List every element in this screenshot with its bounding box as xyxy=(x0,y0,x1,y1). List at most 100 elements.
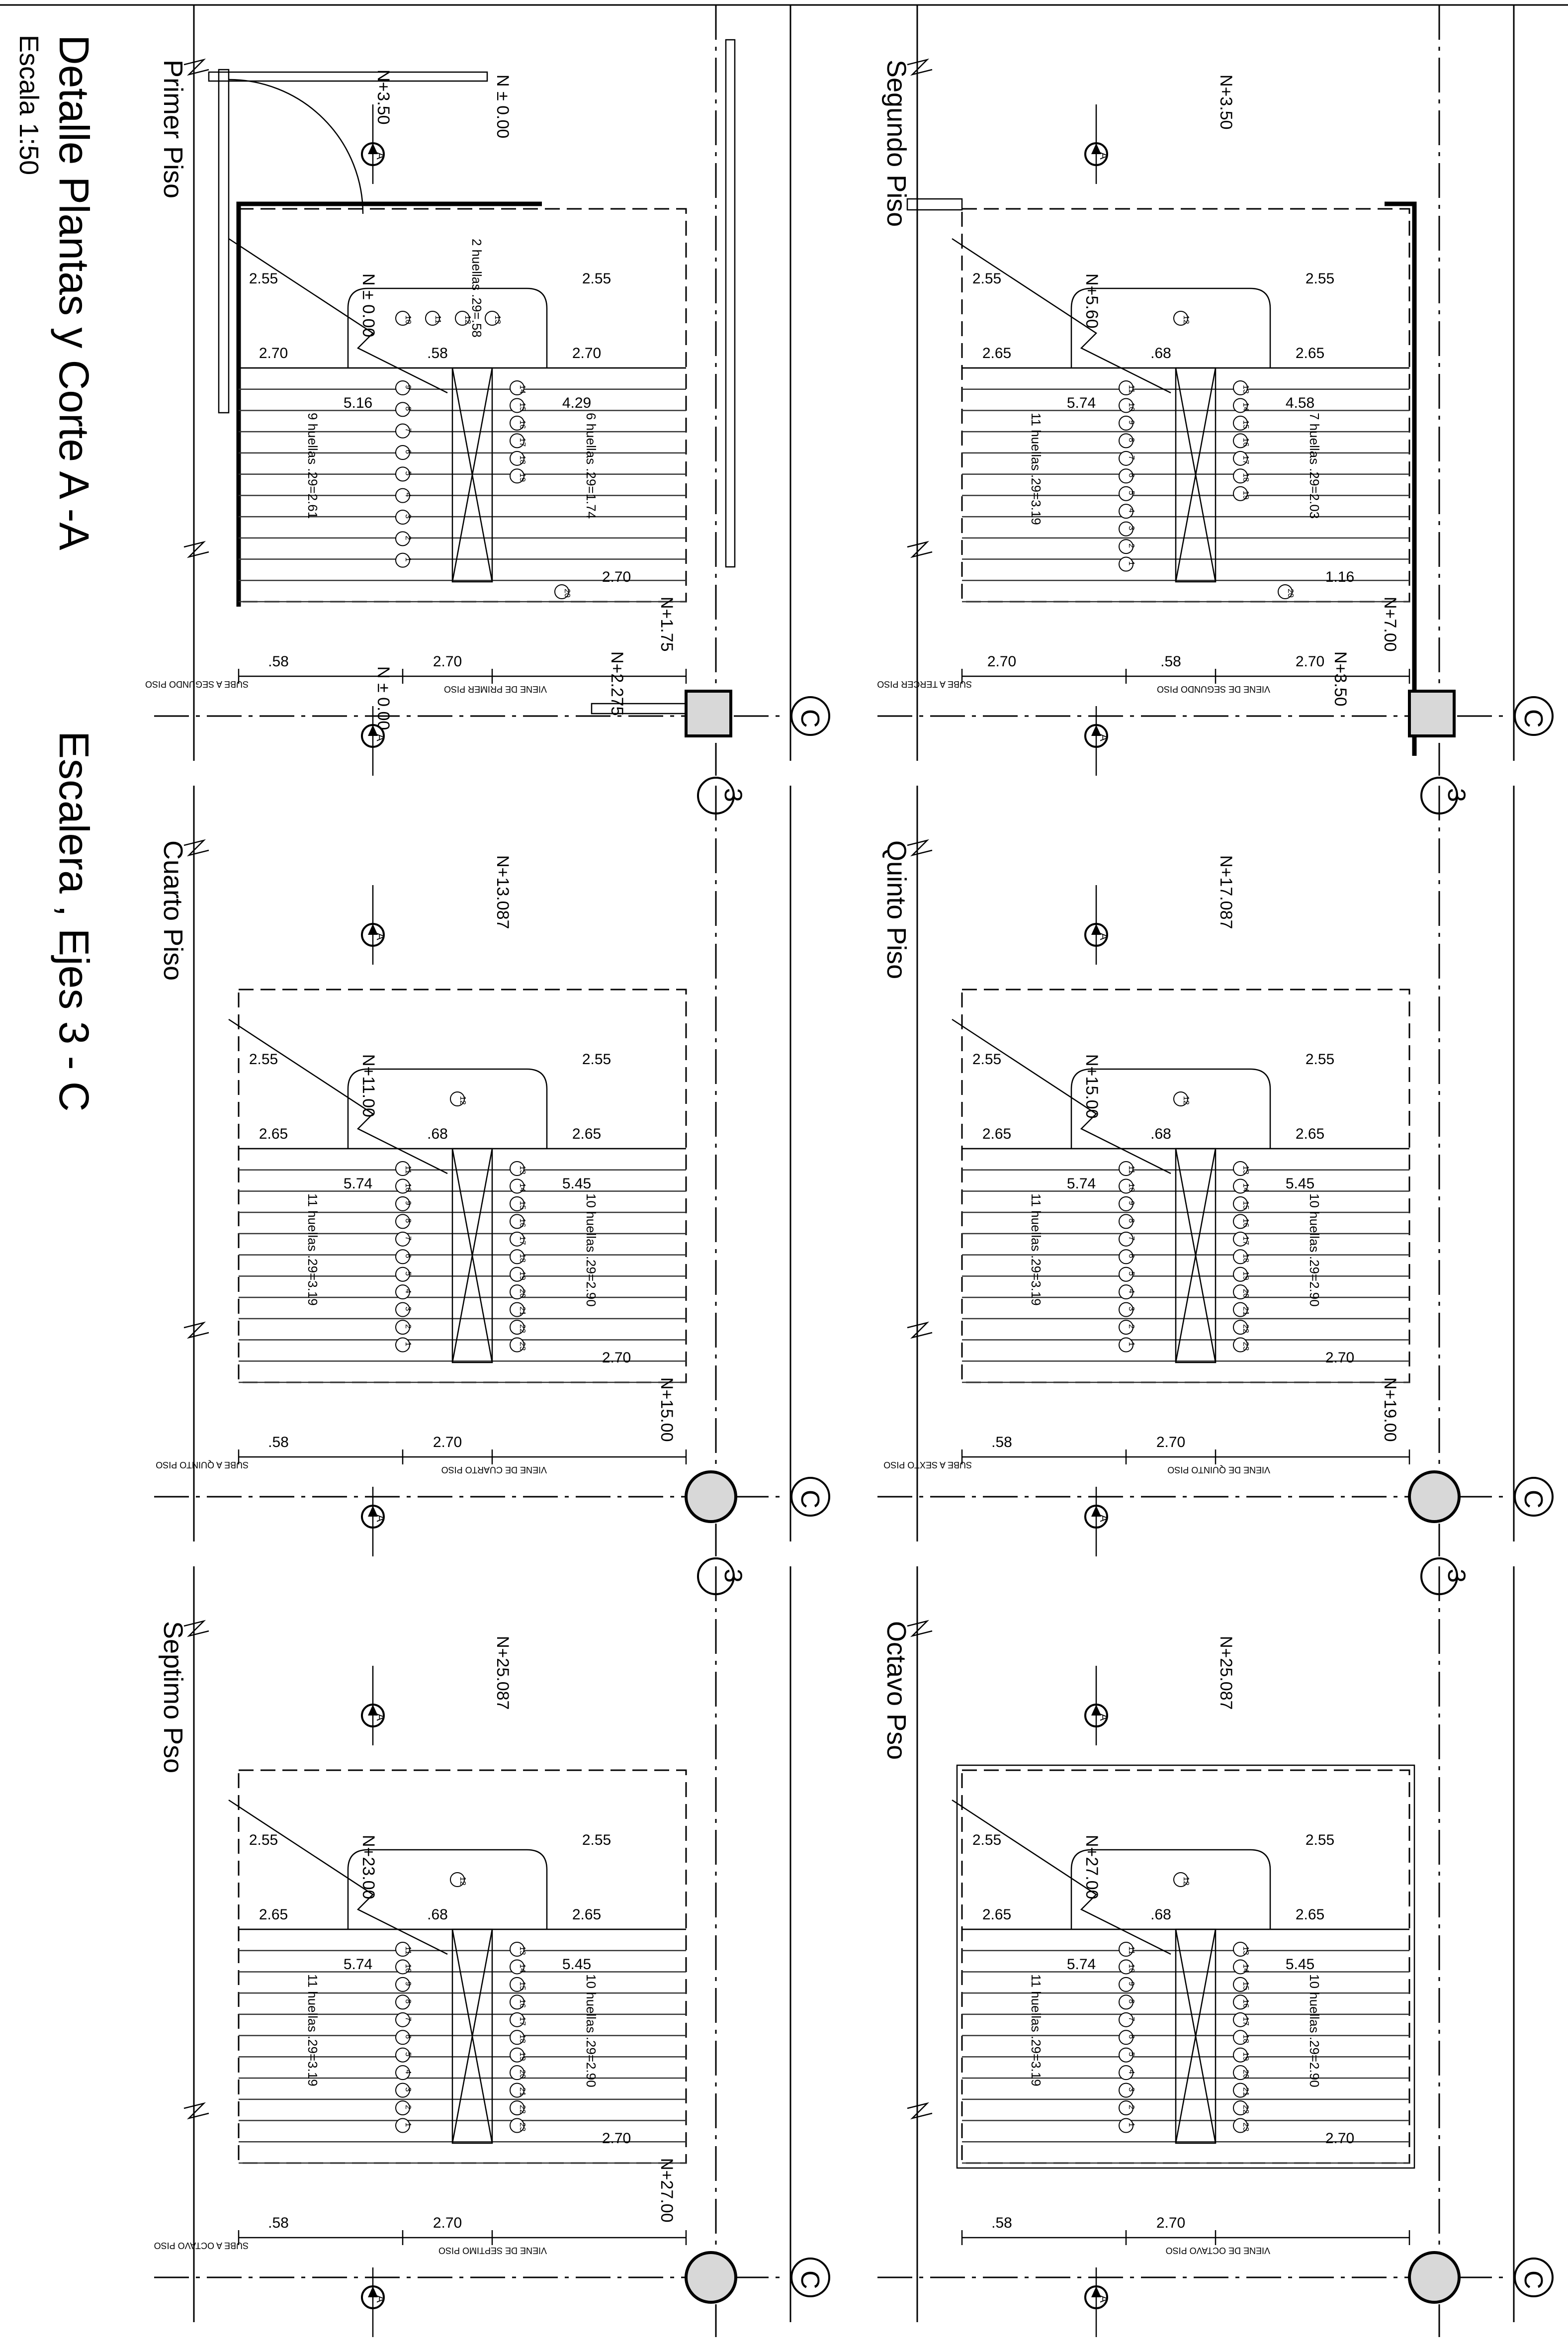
dimension-value: 2.70 xyxy=(1156,2215,1185,2231)
dimension-value: 2.70 xyxy=(602,1350,631,1366)
level-mark: N+7.00 xyxy=(1381,597,1399,652)
huellas-label: 10 huellas .29=2.90 xyxy=(584,1193,599,1307)
step-number-bubble xyxy=(1233,1977,1248,1992)
step-number-bubble xyxy=(395,1214,410,1229)
step-number-bubble xyxy=(1233,1249,1248,1265)
dimension-value: 2.65 xyxy=(1296,345,1324,362)
step-number: 18 xyxy=(1241,473,1250,482)
step-number-bubble xyxy=(510,1249,524,1265)
step-number-bubble xyxy=(1233,398,1248,413)
plan-title: Cuarto Piso xyxy=(158,840,188,981)
dimension-value: 2.70 xyxy=(602,569,631,585)
step-number-bubble xyxy=(395,2012,410,2027)
step-number-bubble xyxy=(450,1091,465,1106)
axis-c-bubble xyxy=(790,696,830,736)
step-number: 19 xyxy=(1241,2052,1250,2061)
step-number: 4 xyxy=(1127,1289,1135,1293)
step-number: 10 xyxy=(1127,402,1135,411)
step-number-bubble xyxy=(395,1994,410,2010)
wall-stub xyxy=(906,198,963,211)
level-mark: N ± 0.00 xyxy=(493,75,512,138)
step-number-bubble xyxy=(510,1942,524,1957)
axis-c-bubble xyxy=(790,1477,830,1517)
step-number: 2 xyxy=(404,1324,412,1329)
step-number-bubble xyxy=(395,1959,410,1975)
step-number: 10 xyxy=(404,1183,412,1192)
step-number-bubble xyxy=(395,1196,410,1211)
dimension-value: 2.55 xyxy=(972,1051,1001,1068)
step-number: 16 xyxy=(1241,1999,1250,2008)
step-number-bubble xyxy=(1119,1266,1133,1282)
step-number: 12 xyxy=(463,315,472,324)
step-number-bubble xyxy=(395,311,410,326)
step-number: 16 xyxy=(518,1218,526,1227)
huellas-label: 6 huellas .29=1.74 xyxy=(584,413,599,519)
section-mark-label: A xyxy=(1098,734,1110,741)
plan-title: Primer Piso xyxy=(158,60,188,198)
step-number-bubble xyxy=(485,311,500,326)
step-number-bubble xyxy=(1233,2100,1248,2116)
step-number: 1 xyxy=(1127,1342,1135,1347)
level-mark: N+25.087 xyxy=(493,1636,512,1710)
section-mark-label: A xyxy=(374,1714,387,1721)
dimension-value: 2.70 xyxy=(1325,2130,1354,2147)
step-number: 11 xyxy=(1127,1166,1135,1174)
step-number-bubble xyxy=(395,1977,410,1992)
section-mark-label: A xyxy=(1098,933,1110,940)
step-number-bubble xyxy=(510,1284,524,1300)
step-number: 23 xyxy=(1241,1342,1250,1351)
step-number: 12 xyxy=(1182,315,1190,324)
step-number: 16 xyxy=(1241,1218,1250,1227)
plan-title: Septimo Pso xyxy=(158,1621,188,1773)
step-number-bubble xyxy=(1233,415,1248,431)
step-number: 6 xyxy=(404,2034,412,2039)
step-number: 21 xyxy=(1241,1307,1250,1316)
step-number: 13 xyxy=(1241,1946,1250,1955)
dimension-value: .58 xyxy=(991,1434,1012,1450)
landing-outline xyxy=(1070,287,1271,368)
step-number: 6 xyxy=(1127,2034,1135,2039)
axis-3-label: 3 xyxy=(1443,788,1471,802)
stair-frame-dashed xyxy=(238,1769,687,2164)
step-number-bubble xyxy=(510,2118,524,2133)
stair-frame-dashed xyxy=(961,1769,1410,2164)
plan-title: Segundo Piso xyxy=(881,60,911,227)
step-number-bubble xyxy=(510,2100,524,2116)
step-number: 2 xyxy=(1127,2105,1135,2109)
step-number-bubble xyxy=(395,2030,410,2045)
step-number-bubble xyxy=(1119,2012,1133,2027)
dimension-value: 2.55 xyxy=(1306,1832,1334,1848)
column-round xyxy=(685,1470,737,1523)
step-number-bubble xyxy=(510,1196,524,1211)
level-mark: N+19.00 xyxy=(1381,1377,1399,1442)
step-number-bubble xyxy=(395,2047,410,2063)
step-number-bubble xyxy=(510,1178,524,1194)
axis-c-bubble xyxy=(1514,1477,1554,1517)
step-number-bubble xyxy=(510,2047,524,2063)
step-number-bubble xyxy=(510,415,524,431)
step-number: 9 xyxy=(404,385,412,389)
step-number: 18 xyxy=(518,1254,526,1263)
step-number-bubble xyxy=(425,311,440,326)
huellas-label: 10 huellas .29=2.90 xyxy=(1307,1193,1322,1307)
step-number: 4 xyxy=(1127,508,1135,513)
break-mark xyxy=(907,1620,933,1637)
step-number: 4 xyxy=(1127,2070,1135,2074)
step-number: 7 xyxy=(1127,2017,1135,2021)
step-number-bubble xyxy=(510,2030,524,2045)
step-number: 14 xyxy=(518,1183,526,1192)
step-number: 6 xyxy=(404,1254,412,1258)
break-mark xyxy=(907,839,933,857)
stair-wall xyxy=(1385,201,1417,756)
axis-c-bubble xyxy=(1514,696,1554,736)
step-number-bubble xyxy=(510,1994,524,2010)
dimension-value: 5.45 xyxy=(1286,1956,1314,1973)
step-number-bubble xyxy=(395,531,410,546)
step-number: 7 xyxy=(1127,455,1135,460)
step-number: 11 xyxy=(434,315,442,324)
plan-title: Octavo Pso xyxy=(881,1621,911,1760)
dimension-value: 2.70 xyxy=(1296,653,1324,670)
step-number: 6 xyxy=(1127,1254,1135,1258)
stair-wall xyxy=(236,201,542,607)
step-number: 3 xyxy=(404,2087,412,2092)
